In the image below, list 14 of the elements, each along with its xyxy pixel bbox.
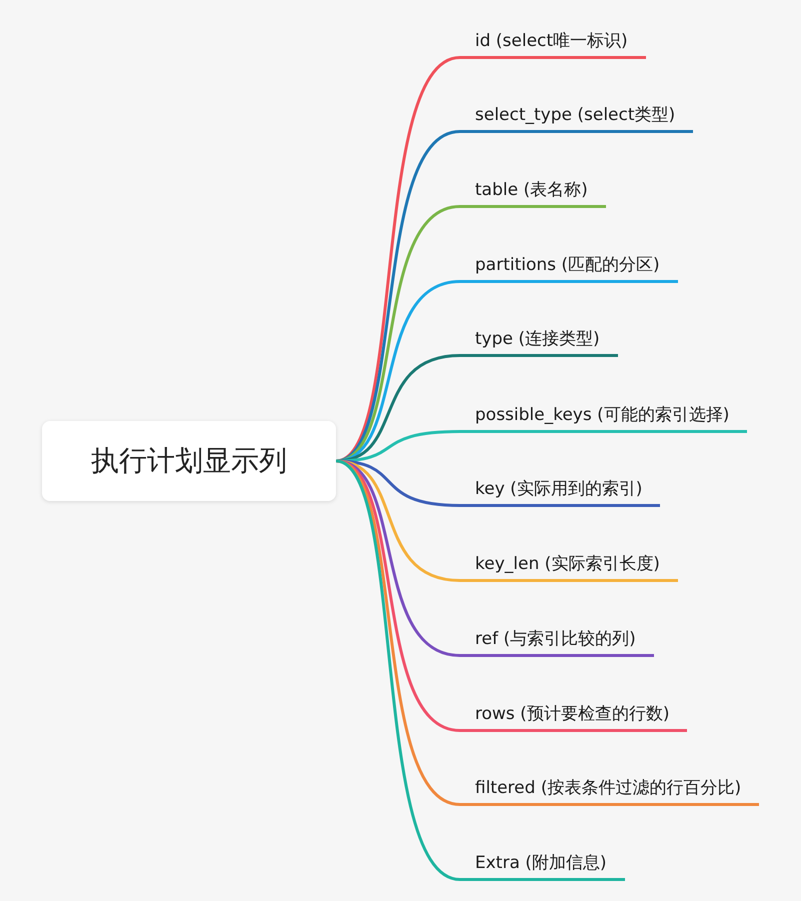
branch-topic: key_len (实际索引长度) <box>460 553 678 582</box>
branch-topic: key (实际用到的索引) <box>460 478 660 508</box>
branch-topic: possible_keys (可能的索引选择) <box>460 404 748 434</box>
branch-topic: filtered (按表条件过滤的行百分比) <box>460 777 760 806</box>
branch-topic: partitions (匹配的分区) <box>460 254 678 284</box>
branch-topic: ref (与索引比较的列) <box>460 628 654 658</box>
branch-connector <box>335 460 461 881</box>
branch-topic: table (表名称) <box>460 179 606 208</box>
branch-topic: rows (预计要检查的行数) <box>460 703 688 732</box>
branch-topic: id (select唯一标识) <box>460 30 646 60</box>
branch-topic: Extra (附加信息) <box>460 852 625 882</box>
branch-topic: select_type (select类型) <box>460 104 694 134</box>
root-topic-box: 执行计划显示列 <box>42 421 336 501</box>
branch-topic: type (连接类型) <box>460 328 618 358</box>
